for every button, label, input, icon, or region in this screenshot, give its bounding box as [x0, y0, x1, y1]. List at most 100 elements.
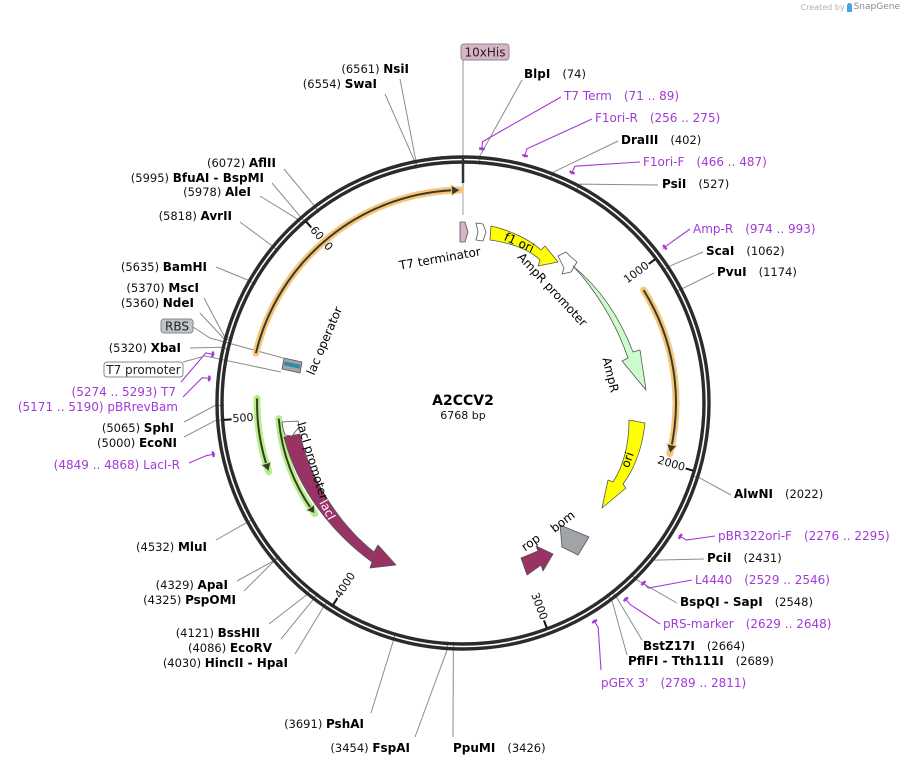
primer-name: pBRrevBam: [107, 400, 178, 414]
enzyme-site[interactable]: BspQI - SapI(2548): [680, 595, 813, 609]
credit-brand: SnapGene: [853, 2, 900, 12]
enzyme-site[interactable]: (4030) HincII - HpaI: [163, 656, 288, 670]
enzyme-site[interactable]: AlwNI(2022): [734, 487, 823, 501]
enzyme-name: AflII: [249, 156, 276, 170]
enzyme-site[interactable]: (6554) SwaI: [303, 77, 377, 91]
enzyme-site[interactable]: (5978) AleI: [183, 185, 251, 199]
primer-site[interactable]: (5274 .. 5293) T7: [72, 385, 176, 399]
enzyme-site[interactable]: PflFI - Tth111I(2689): [628, 654, 774, 668]
enzyme-name: MluI: [178, 540, 207, 554]
primer-site[interactable]: (4849 .. 4868) LacI-R: [54, 458, 180, 472]
feature-ampr[interactable]: AmpR: [572, 265, 647, 394]
enzyme-site[interactable]: (3691) PshAI: [284, 717, 364, 731]
primer-range: (5171 .. 5190): [18, 400, 108, 414]
t7-promoter-label-text: T7 promoter: [105, 363, 181, 377]
primer-leader-line: [182, 377, 212, 398]
primer-range: (71 .. 89): [624, 89, 679, 103]
primer-site[interactable]: F1ori-F(466 .. 487): [643, 155, 767, 169]
primer-name: T7 Term: [563, 89, 612, 103]
enzyme-position: (2664): [707, 639, 745, 653]
orange-arc-top[interactable]: [252, 184, 464, 357]
enzyme-site[interactable]: (5360) NdeI: [121, 296, 194, 310]
enzyme-position: (5818): [159, 209, 201, 223]
enzyme-site[interactable]: (4121) BssHII: [176, 626, 260, 640]
primer-name: L4440: [695, 573, 732, 587]
enzyme-name: SwaI: [345, 77, 377, 91]
green-arc-outer[interactable]: [253, 394, 273, 476]
primer-site[interactable]: L4440 (2529 .. 2546): [695, 573, 830, 587]
enzyme-site[interactable]: (6072) AflII: [207, 156, 276, 170]
feature-rop[interactable]: rop: [519, 531, 554, 576]
enzyme-site[interactable]: (5818) AvrII: [159, 209, 232, 223]
enzyme-site[interactable]: PsiI(527): [662, 177, 729, 191]
enzyme-site[interactable]: (5370) MscI: [126, 281, 199, 295]
primer-site[interactable]: T7 Term (71 .. 89): [563, 89, 679, 103]
enzyme-position: (4086): [188, 641, 230, 655]
primer-range: (2529 .. 2546): [744, 573, 830, 587]
enzyme-site[interactable]: (5000) EcoNI: [97, 436, 177, 450]
enzyme-site[interactable]: (4329) ApaI: [156, 578, 228, 592]
green-arc-inner[interactable]: [275, 415, 319, 518]
enzyme-site[interactable]: BstZ17I (2664): [643, 639, 745, 653]
boxed-label-t7-promoter[interactable]: T7 promoter: [103, 361, 184, 378]
enzyme-site[interactable]: (3454) FspAI: [330, 741, 410, 755]
enzyme-site[interactable]: (4086) EcoRV: [188, 641, 273, 655]
enzyme-name: FspAI: [372, 741, 410, 755]
enzyme-site[interactable]: (5320) XbaI: [109, 341, 181, 355]
primer-leader-line: [641, 579, 693, 589]
primer-site[interactable]: Amp-R(974 .. 993): [693, 222, 816, 236]
enzyme-site[interactable]: BlpI(74): [524, 67, 586, 81]
enzyme-leader-line: [549, 140, 619, 181]
primer-site[interactable]: F1ori-R(256 .. 275): [595, 111, 720, 125]
feature-laci[interactable]: lacI: [283, 433, 397, 569]
tick-label: 3000: [528, 591, 550, 622]
primer-site[interactable]: pRS-marker(2629 .. 2648): [663, 617, 831, 631]
primer-site[interactable]: pGEX 3'(2789 .. 2811): [601, 676, 746, 690]
orange-arc-right[interactable]: [640, 286, 680, 457]
primer-site[interactable]: pBR322ori-F(2276 .. 2295): [718, 529, 890, 543]
feature-t7-terminator[interactable]: T7 terminator: [397, 221, 482, 273]
enzyme-name: BstZ17I: [643, 639, 695, 653]
snapgene-credit: Created by SnapGene: [801, 2, 900, 12]
plasmid-title-block: A2CCV2 6768 bp: [432, 393, 494, 422]
enzyme-site[interactable]: ScaI(1062): [706, 244, 785, 258]
enzyme-position: (5995): [131, 171, 173, 185]
t7-promoter-leader-line: [182, 355, 282, 373]
enzyme-site[interactable]: (4325) PspOMI: [143, 593, 236, 607]
enzyme-position: (3454): [330, 741, 372, 755]
snapgene-logo-icon: [846, 2, 852, 12]
enzyme-site[interactable]: DraIII(402): [621, 133, 701, 147]
primer-site[interactable]: (5171 .. 5190) pBRrevBam: [18, 400, 178, 414]
enzyme-position: (1174): [759, 265, 797, 279]
primer-name: T7: [160, 385, 176, 399]
arc-line: [642, 289, 677, 454]
tick-mark: [223, 418, 232, 421]
feature-lac-operator[interactable]: lac operator: [281, 305, 345, 377]
enzyme-leader-line: [294, 600, 329, 655]
boxed-label-rbs[interactable]: RBS: [160, 318, 194, 334]
enzyme-site[interactable]: PpuMI(3426): [453, 741, 546, 755]
enzyme-position: (6554): [303, 77, 345, 91]
10xhis-label-text: 10xHis: [465, 46, 506, 60]
tick-mark: [648, 258, 656, 265]
enzyme-site[interactable]: (4532) MluI: [136, 540, 207, 554]
enzyme-site[interactable]: (5065) SphI: [102, 421, 174, 435]
enzyme-site[interactable]: (5635) BamHI: [121, 260, 207, 274]
feature-t7-term-small[interactable]: [475, 222, 487, 242]
rop-shape: [520, 545, 554, 576]
enzyme-site[interactable]: PvuI(1174): [717, 265, 797, 279]
feature-ori[interactable]: ori: [601, 419, 646, 509]
enzyme-name: AleI: [225, 185, 251, 199]
feature-bom[interactable]: bom: [548, 508, 590, 556]
t7-term-small-shape: [475, 222, 487, 242]
enzyme-position: (527): [698, 177, 729, 191]
boxed-label-10xhis[interactable]: 10xHis: [460, 43, 510, 61]
primer-name: F1ori-R: [595, 111, 638, 125]
arc-glow: [640, 286, 680, 457]
tick-mark: [685, 467, 694, 472]
enzyme-site[interactable]: (6561) NsiI: [341, 62, 409, 76]
enzyme-position: (1062): [746, 244, 784, 258]
enzyme-position: (3691): [284, 717, 326, 731]
enzyme-site[interactable]: PciI(2431): [707, 551, 782, 565]
enzyme-site[interactable]: (5995) BfuAI - BspMI: [131, 171, 264, 185]
